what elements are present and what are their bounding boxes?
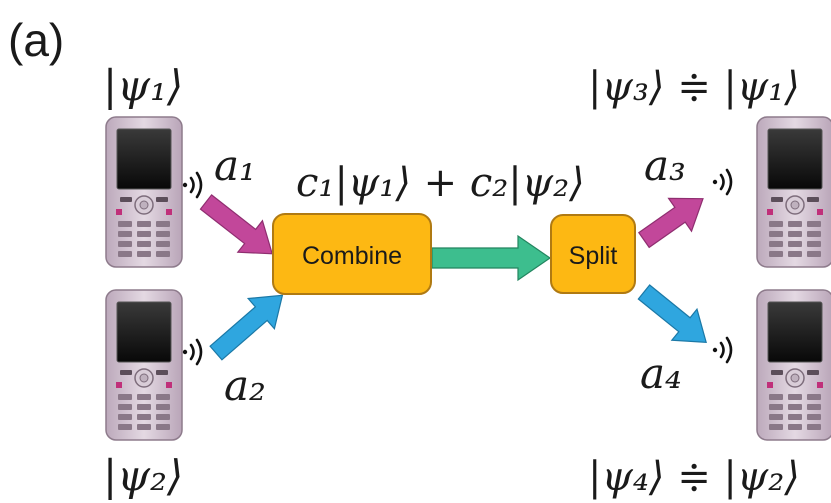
signal-waves-icon-1: [181, 171, 203, 199]
split-box-label: Split: [569, 242, 618, 270]
amplitude-a3-label: a₃: [644, 141, 686, 190]
state-psi4-relation: |ψ₄⟩ ≑ |ψ₂⟩: [588, 454, 800, 500]
state-psi3-relation: |ψ₃⟩ ≑ |ψ₁⟩: [588, 64, 800, 110]
signal-waves-icon-2: [181, 338, 203, 366]
arrow-a2-to-combine: [209, 294, 284, 361]
receiver-phone-3-icon: [756, 116, 831, 268]
state-psi2-label: |ψ₂⟩: [103, 451, 183, 500]
panel-label: (a): [8, 14, 64, 66]
superposition-label: c₁|ψ₁⟩ + c₂|ψ₂⟩: [296, 160, 585, 206]
combine-box-label: Combine: [302, 242, 402, 270]
receiver-phone-4-icon: [756, 289, 831, 441]
signal-waves-icon-3: [711, 168, 733, 196]
amplitude-a4-label: a₄: [640, 349, 682, 398]
combine-box: [272, 213, 432, 295]
arrow-combine-to-split: [431, 234, 552, 282]
sender-phone-1-icon: [105, 116, 183, 268]
split-box: [550, 214, 636, 294]
arrow-a1-to-combine: [199, 194, 274, 255]
amplitude-a1-label: a₁: [214, 141, 256, 190]
amplitude-a2-label: a₂: [224, 361, 266, 410]
arrow-split-to-a4: [637, 284, 707, 343]
signal-waves-icon-4: [711, 336, 733, 364]
state-psi1-label: |ψ₁⟩: [103, 61, 183, 110]
arrow-split-to-a3: [638, 197, 704, 249]
sender-phone-2-icon: [105, 289, 183, 441]
